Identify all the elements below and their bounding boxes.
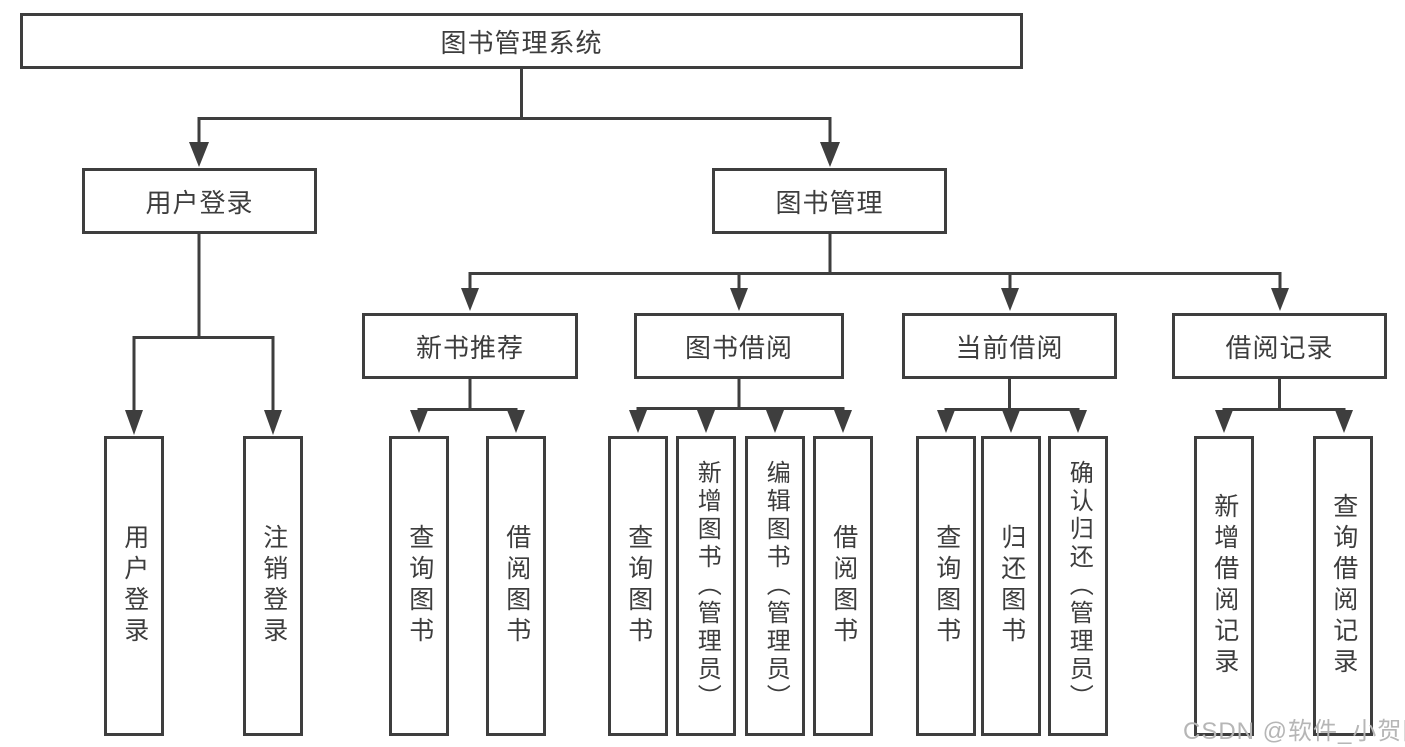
leaf-return-book: 归还图书 bbox=[981, 436, 1041, 736]
node-book-management: 图书管理 bbox=[712, 168, 947, 234]
node-book-management-label: 图书管理 bbox=[775, 187, 884, 218]
leaf-user-login: 用户登录 bbox=[104, 436, 164, 736]
node-current-borrow-label: 当前借阅 bbox=[955, 332, 1064, 363]
node-user-login: 用户登录 bbox=[82, 168, 317, 234]
node-borrow-records-label: 借阅记录 bbox=[1225, 332, 1334, 363]
leaf-add-borrow-record: 新增借阅记录 bbox=[1194, 436, 1254, 736]
leaf-add-book-admin: 新增图书（管理员） bbox=[676, 436, 736, 736]
node-book-borrow: 图书借阅 bbox=[634, 313, 844, 379]
leaf-query-books-current-label: 查询图书 bbox=[932, 524, 961, 648]
leaf-query-books-current: 查询图书 bbox=[916, 436, 976, 736]
leaf-add-book-admin-label: 新增图书（管理员） bbox=[693, 460, 721, 712]
watermark-text: CSDN @软件_小贺同学 bbox=[1183, 718, 1405, 745]
leaf-confirm-return-admin-label: 确认归还（管理员） bbox=[1065, 460, 1093, 712]
leaf-query-books-borrow-label: 查询图书 bbox=[624, 524, 653, 648]
node-new-book-recommend: 新书推荐 bbox=[362, 313, 578, 379]
leaf-logout: 注销登录 bbox=[243, 436, 303, 736]
leaf-query-borrow-record-label: 查询借阅记录 bbox=[1329, 493, 1358, 679]
leaf-borrow-books-recommend: 借阅图书 bbox=[486, 436, 546, 736]
node-book-borrow-label: 图书借阅 bbox=[684, 332, 793, 363]
leaf-query-books-recommend-label: 查询图书 bbox=[405, 524, 434, 648]
node-borrow-records: 借阅记录 bbox=[1172, 313, 1387, 379]
leaf-confirm-return-admin: 确认归还（管理员） bbox=[1048, 436, 1108, 736]
leaf-edit-book-admin: 编辑图书（管理员） bbox=[745, 436, 805, 736]
leaf-logout-label: 注销登录 bbox=[259, 524, 288, 648]
node-new-book-recommend-label: 新书推荐 bbox=[415, 332, 524, 363]
leaf-edit-book-admin-label: 编辑图书（管理员） bbox=[762, 460, 790, 712]
leaf-borrow-books-recommend-label: 借阅图书 bbox=[502, 524, 531, 648]
leaf-borrow-books-label: 借阅图书 bbox=[829, 524, 858, 648]
leaf-add-borrow-record-label: 新增借阅记录 bbox=[1210, 493, 1239, 679]
leaf-query-books-borrow: 查询图书 bbox=[608, 436, 668, 736]
node-root: 图书管理系统 bbox=[20, 13, 1023, 69]
leaf-query-books-recommend: 查询图书 bbox=[389, 436, 449, 736]
leaf-user-login-label: 用户登录 bbox=[120, 524, 149, 648]
node-current-borrow: 当前借阅 bbox=[902, 313, 1117, 379]
leaf-borrow-books: 借阅图书 bbox=[813, 436, 873, 736]
node-root-label: 图书管理系统 bbox=[440, 27, 603, 58]
leaf-return-book-label: 归还图书 bbox=[997, 524, 1026, 648]
node-user-login-label: 用户登录 bbox=[145, 187, 254, 218]
leaf-query-borrow-record: 查询借阅记录 bbox=[1313, 436, 1373, 736]
